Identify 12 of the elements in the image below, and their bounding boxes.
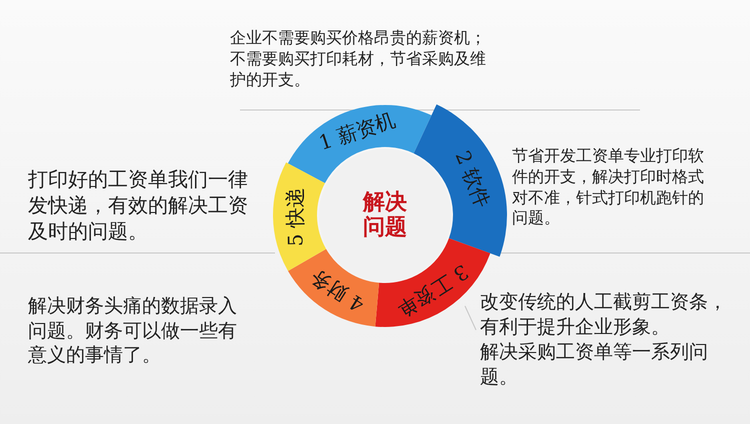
segment-label: 1 薪资机: [316, 108, 398, 153]
center-title: 解决问题: [362, 190, 408, 240]
description-text: 打印好的工资单我们一律发快递，有效的解决工资及时的问题。: [28, 166, 249, 244]
description-text: 解决采购工资单等一系列问题。: [480, 340, 709, 390]
segment-label: 5 快递: [284, 186, 306, 246]
description-text: 节省开发工资单专业打印软件的开支，解决打印时格式对不准，针式打印机跑针的问题。: [512, 146, 705, 230]
segment-label: 4 财务: [306, 266, 367, 316]
segment-label: 3 工资单: [394, 261, 472, 321]
description-text: 改变传统的人工截剪工资条，有利于提升企业形象。: [480, 290, 728, 340]
segment-label: 2 软件: [452, 148, 494, 210]
description-text: 解决财务头痛的数据录入问题。财务可以做一些有意义的事情了。: [28, 294, 238, 368]
description-text: 企业不需要购买价格昂贵的薪资机；不需要购买打印耗材，节省采购及维护的开支。: [230, 28, 487, 90]
